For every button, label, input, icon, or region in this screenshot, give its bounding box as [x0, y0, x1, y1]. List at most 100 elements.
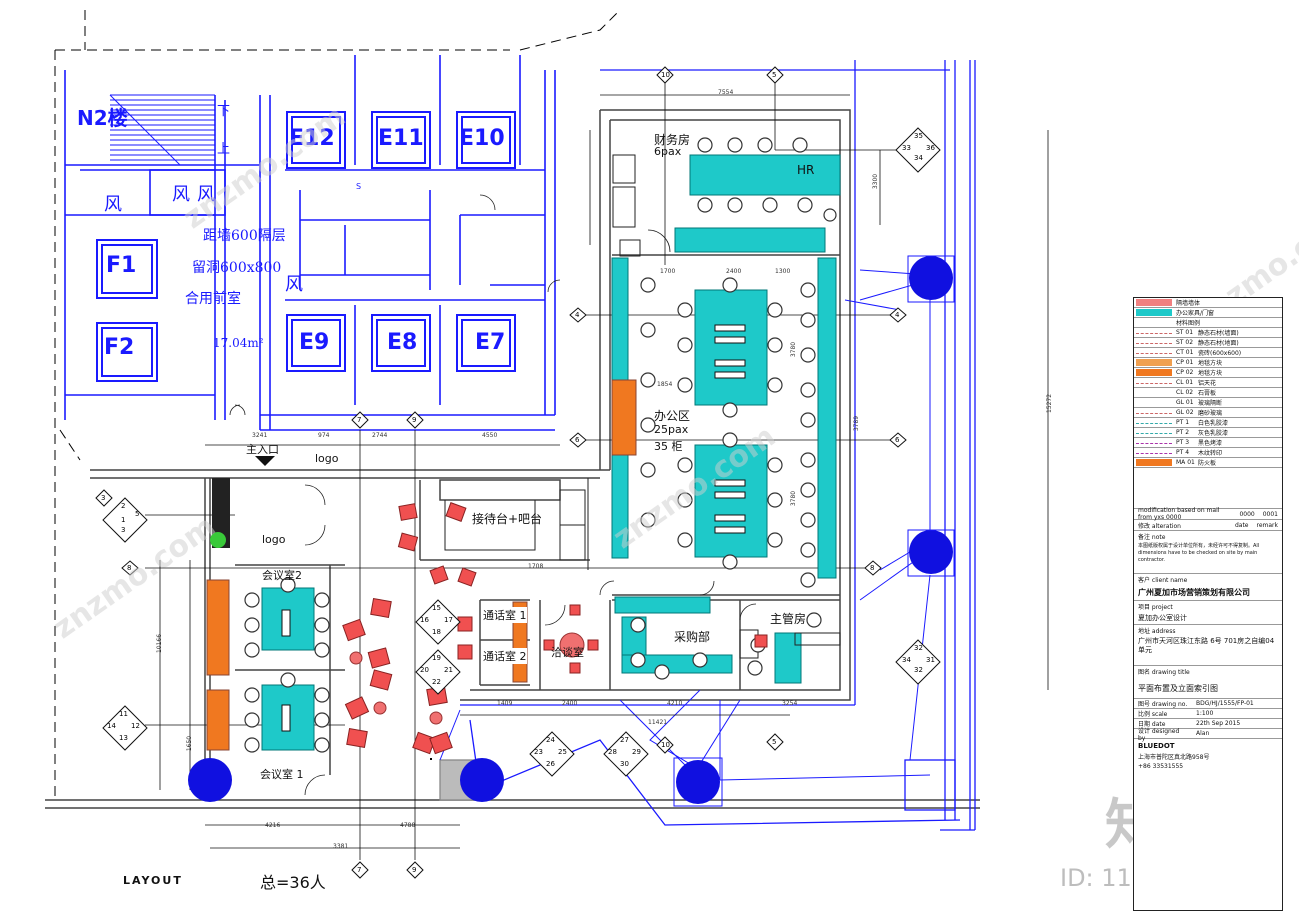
core-note-3: 合用前室	[185, 291, 241, 307]
axis-5-bottom: 5	[772, 738, 777, 746]
dim-1700: 1700	[660, 268, 676, 275]
dim-4210: 4210	[667, 700, 683, 707]
room-manager: 主管房	[770, 612, 807, 626]
columns	[188, 256, 953, 804]
shaft-e10: E10	[459, 126, 505, 151]
sink-mark: S	[356, 182, 362, 191]
column-frames	[673, 255, 955, 807]
shaft-e9: E9	[299, 330, 330, 355]
dim-1854: 1854	[657, 381, 673, 388]
finance-desks	[612, 154, 841, 257]
axis-8-right: 8	[870, 564, 875, 572]
axis-3-left: 3	[101, 494, 106, 502]
office-desk-marks	[714, 324, 746, 534]
room-office-cab: 35 柜	[654, 440, 683, 453]
room-office-pax: 25pax	[654, 423, 689, 436]
dim-10166: 10166	[156, 633, 164, 654]
dim-4216: 4216	[265, 822, 281, 829]
diamond-group-f: 19 20 21 22	[420, 654, 453, 686]
room-phone-1: 通话室 1	[483, 607, 527, 623]
dim-3381: 3381	[333, 843, 349, 850]
dim-3300: 3300	[872, 173, 880, 190]
core-area: 17.04m²	[213, 336, 264, 350]
stair-label: N2楼	[77, 106, 128, 130]
index-diamonds	[102, 127, 941, 777]
project-block: 项目 project 夏加办公室设计	[1134, 601, 1282, 625]
core-note-2: 留洞600x800	[192, 260, 282, 276]
dim-3254: 3254	[782, 700, 798, 707]
wind-label-3: 风	[197, 184, 215, 205]
dim-1650: 1650	[186, 735, 194, 752]
legend-row-2: 办公家具/门窗	[1134, 308, 1282, 318]
address-block: 地址 address 广州市天河区珠江东路 6号 701房之自编04单元	[1134, 625, 1282, 666]
note-block: 备注 note 本图纸版权属于设计单位所有，未经许可不得复制。All dimen…	[1134, 531, 1282, 574]
diamond-group-d: 11 14 12 13	[107, 710, 140, 742]
doors	[229, 194, 757, 796]
reception-counter	[444, 478, 589, 570]
legend-row-1: 隔墙墙体	[1134, 298, 1282, 308]
legend-spacer	[1134, 468, 1282, 509]
shaft-f1: F1	[106, 253, 137, 278]
dim-1300: 1300	[775, 268, 791, 275]
dim-2400: 2400	[726, 268, 742, 275]
dim-1708: 1708	[528, 563, 544, 570]
dim-top-7554: 7554	[718, 89, 734, 96]
revision-row: modification based on mail from yxs 0000…	[1134, 507, 1282, 521]
dim-3241: 3241	[252, 432, 268, 439]
logo-label-2: logo	[262, 533, 286, 546]
shaft-e7: E7	[475, 330, 506, 355]
building-core	[64, 55, 556, 431]
stair-up: 上	[217, 142, 231, 157]
dim-1409: 1409	[497, 700, 513, 707]
dim-15272: 15272	[1046, 393, 1054, 414]
legend-row-3: 材料图例	[1134, 318, 1282, 328]
room-finance: 财务房	[654, 133, 691, 147]
dim-2400b: 2400	[562, 700, 578, 707]
axis-markers	[95, 66, 907, 879]
diamond-group-a: 35 33 34 36	[902, 132, 935, 162]
number-row: 图号 drawing no.BDG/HJ/1555/FP-01	[1134, 699, 1282, 709]
dim-3789: 3789	[853, 415, 861, 432]
wind-label-2: 风	[172, 184, 190, 205]
room-finance-pax: 6pax	[654, 145, 682, 158]
stair	[109, 94, 215, 166]
layout-title: LAYOUT	[123, 874, 183, 887]
axis-4-left: 4	[575, 311, 580, 319]
room-reception: 接待台+吧台	[472, 512, 543, 526]
room-hr: HR	[797, 163, 815, 177]
lounge-chairs	[342, 502, 768, 755]
watermark-site-2: znzmo.com	[607, 418, 783, 557]
diamond-group-c: 2 1 3 5	[121, 502, 140, 534]
main-entrance: 主入口	[246, 443, 279, 456]
shaft-f2: F2	[104, 335, 135, 360]
shaft-e12: E12	[289, 126, 335, 151]
room-meeting-1: 会议室 1	[260, 768, 304, 781]
room-meeting-2: 会议室2	[262, 569, 302, 582]
axis-5-top: 5	[772, 71, 777, 79]
meeting-chairs	[244, 577, 330, 753]
total-count: 总=36人	[260, 873, 326, 892]
site-boundary	[54, 9, 621, 800]
lounge-tables	[349, 632, 585, 725]
axis-7-bottom: 7	[357, 866, 362, 874]
room-office: 办公区	[654, 409, 691, 423]
axis-6-left: 6	[575, 436, 580, 444]
axis-9-bottom: 9	[412, 866, 417, 874]
axis-10-bottom: 10	[661, 741, 670, 749]
